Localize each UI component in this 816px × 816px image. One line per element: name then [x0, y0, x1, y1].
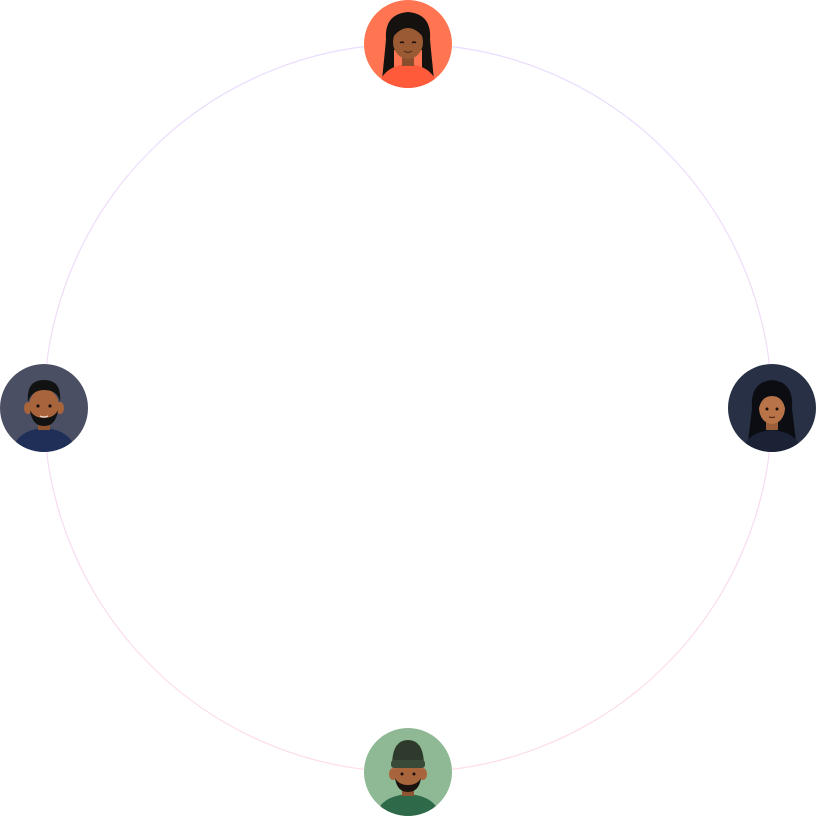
woman-dark-hair-avatar-icon — [728, 364, 816, 452]
avatar-right[interactable] — [728, 364, 816, 452]
bearded-man-avatar-icon — [0, 364, 88, 452]
man-beanie-avatar-icon — [364, 728, 452, 816]
woman-long-black-hair-avatar-icon — [364, 0, 452, 88]
avatar-bottom[interactable] — [364, 728, 452, 816]
avatar-top[interactable] — [364, 0, 452, 88]
avatar-left[interactable] — [0, 364, 88, 452]
